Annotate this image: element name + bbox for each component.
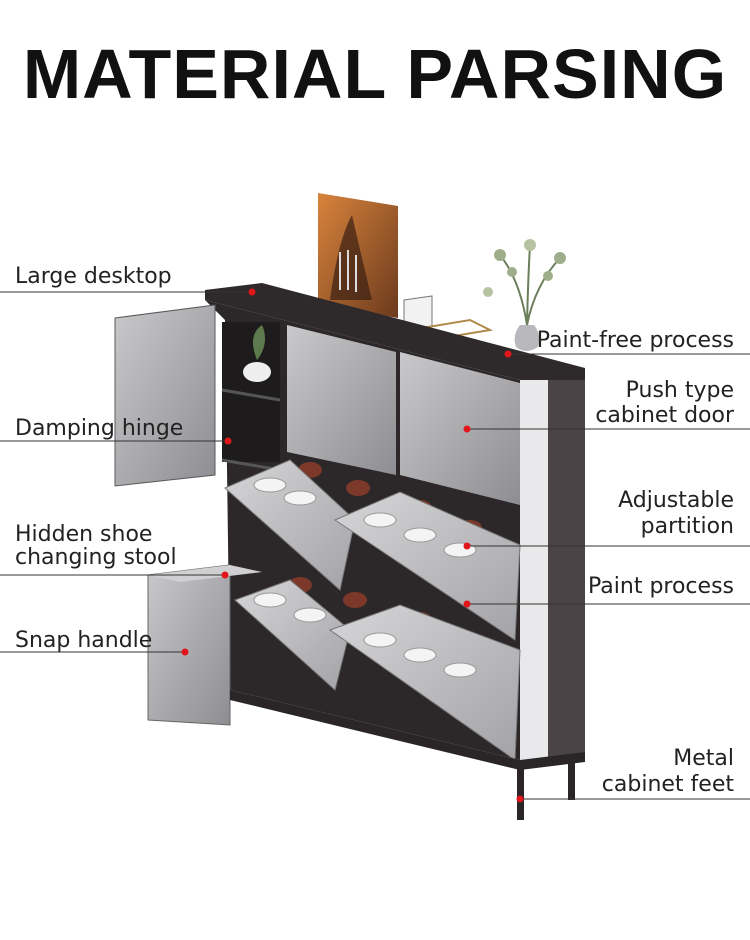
marker-hidden-stool <box>221 571 229 579</box>
label-metal-feet-1: Metal <box>673 746 734 771</box>
upper-door-left <box>287 325 396 475</box>
label-paint-process: Paint process <box>588 574 734 599</box>
hidden-stool <box>147 564 231 726</box>
metal-foot <box>517 765 524 820</box>
upper-door-right <box>400 352 520 505</box>
marker-paint-process <box>463 600 471 608</box>
label-damping-hinge: Damping hinge <box>15 416 184 441</box>
decor-plant <box>483 239 566 351</box>
label-push-door-2: cabinet door <box>595 403 734 428</box>
label-push-door-1: Push type <box>625 378 734 403</box>
label-adjustable-2: partition <box>640 514 734 539</box>
label-adjustable-1: Adjustable <box>618 488 734 513</box>
cabinet-top <box>205 283 585 380</box>
marker-paint-free <box>504 350 512 358</box>
label-metal-feet-2: cabinet feet <box>601 772 734 797</box>
label-hidden-stool-1: Hidden shoe <box>15 522 153 547</box>
decor-art-frame <box>318 193 398 318</box>
marker-push-door <box>463 425 471 433</box>
marker-snap-handle <box>181 648 189 656</box>
label-large-desktop: Large desktop <box>15 264 172 289</box>
label-paint-free: Paint-free process <box>536 328 734 353</box>
label-hidden-stool-2: changing stool <box>15 545 177 570</box>
marker-dots <box>181 288 524 803</box>
page-title: MATERIAL PARSING <box>22 35 728 113</box>
marker-large-desktop <box>248 288 256 296</box>
label-snap-handle: Snap handle <box>15 628 153 653</box>
leader-lines <box>0 291 750 800</box>
marker-metal-feet <box>516 795 524 803</box>
cabinet-side <box>548 380 585 760</box>
open-door <box>114 304 216 487</box>
shoe-flap-1b <box>333 491 521 641</box>
marker-damping-hinge <box>224 437 232 445</box>
marker-adjustable-partition <box>463 542 471 550</box>
